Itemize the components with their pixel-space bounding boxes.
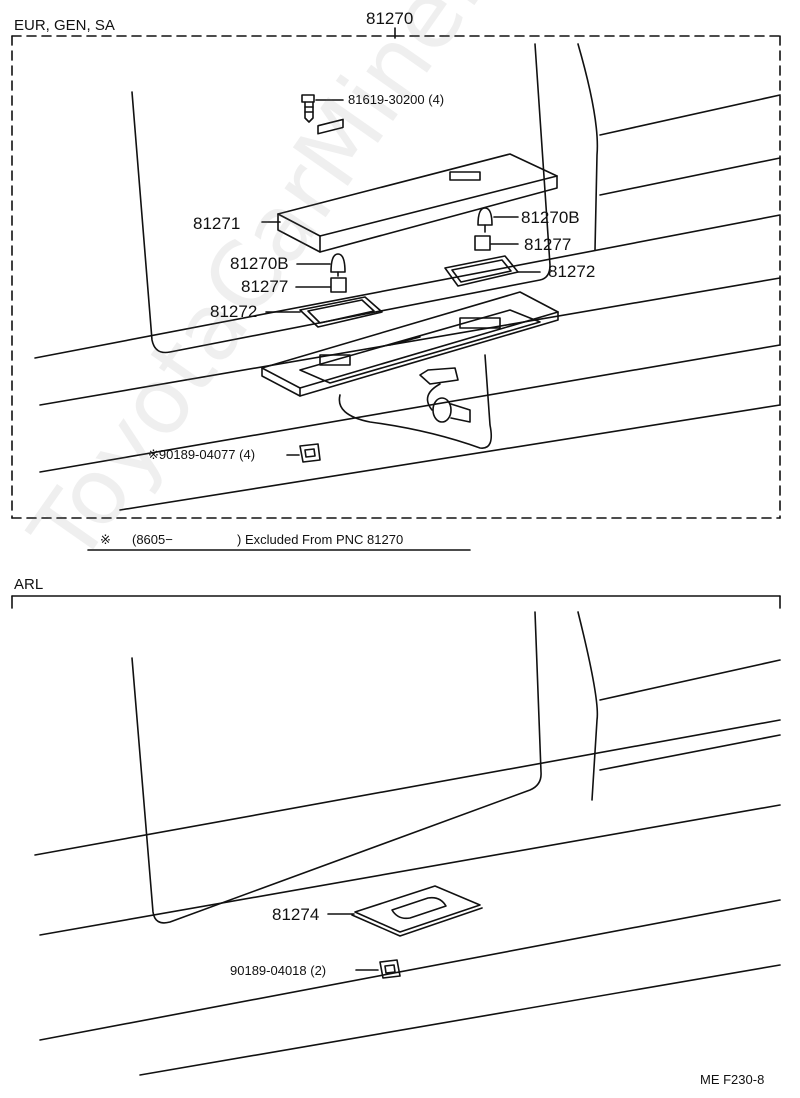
top-section-frame [11, 35, 781, 519]
lens-right [444, 255, 541, 287]
note-text-2: ) Excluded From PNC 81270 [237, 532, 404, 547]
label-screw: 81619-30200 (4) [348, 92, 445, 107]
lamp-cover-81271 [261, 118, 558, 253]
bottom-section-frame [11, 595, 781, 609]
lamp-base-plate [261, 291, 559, 397]
socket-right [474, 235, 519, 251]
label-clip-top: ※90189-04077 (4) [148, 447, 256, 462]
bottom-tailgate-panel [34, 611, 781, 1076]
top-section-header: EUR, GEN, SA [14, 17, 115, 34]
lens-left [265, 296, 383, 328]
label-lens-left: 81272 [210, 302, 258, 321]
socket-left [295, 277, 347, 293]
assembly-number: 81270 [366, 9, 414, 28]
label-bulb-right: 81270B [521, 208, 580, 227]
top-tailgate-panel [34, 43, 781, 511]
clip-90189-04077 [286, 443, 321, 463]
label-cover: 81271 [193, 214, 241, 233]
footer-code: ME F230-8 [700, 1072, 765, 1087]
clip-90189-04018 [355, 959, 401, 979]
label-lens-right: 81272 [548, 262, 596, 281]
label-socket-right: 81277 [524, 235, 572, 254]
label-lamp-81274: 81274 [272, 905, 320, 924]
lamp-81274 [327, 885, 483, 937]
wire-harness [338, 354, 493, 449]
bulb-left [296, 253, 346, 277]
note-symbol: ※ [100, 532, 111, 547]
screw-81619 [301, 94, 344, 123]
label-clip-bottom: 90189-04018 (2) [230, 963, 327, 978]
label-socket-left: 81277 [241, 277, 289, 296]
note-text: (8605− [132, 532, 173, 547]
bulb-right [477, 207, 519, 233]
label-bulb-left: 81270B [230, 254, 289, 273]
bottom-section-header: ARL [14, 576, 44, 593]
